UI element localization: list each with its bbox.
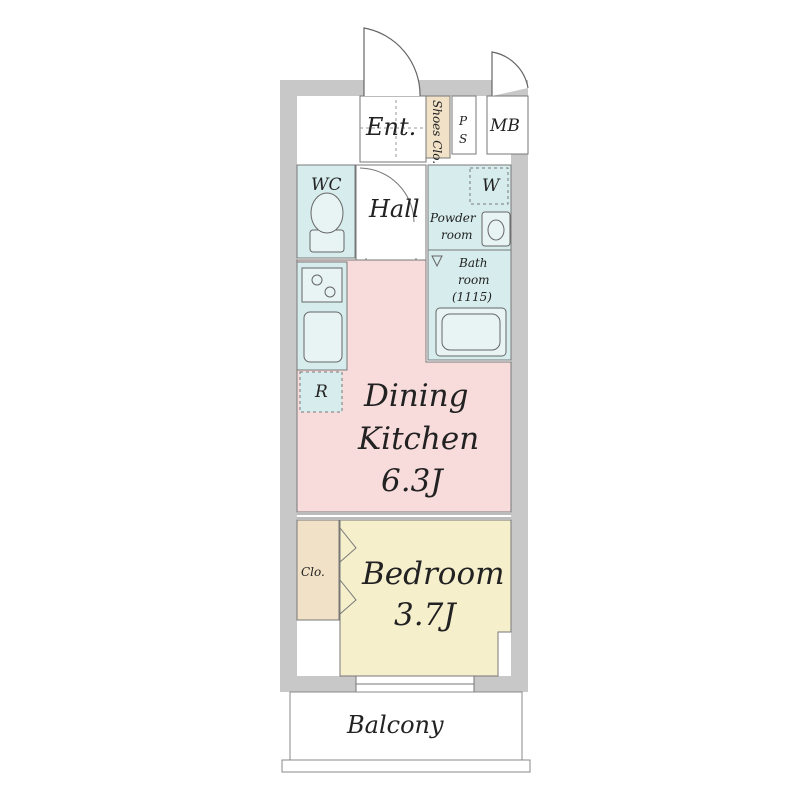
entrance-label: Ent. bbox=[365, 113, 416, 141]
dining-kitchen-room bbox=[296, 259, 512, 513]
powder-room-label-1: Powder bbox=[429, 211, 477, 225]
closet-door-icon bbox=[339, 527, 357, 615]
dining-size-label: 6.3J bbox=[381, 463, 444, 499]
bath-room-label-1: Bath bbox=[458, 256, 488, 270]
shoes-closet-label: Shoes Clo. bbox=[430, 100, 444, 164]
washer-label: W bbox=[482, 176, 501, 196]
dining-label: Dining bbox=[363, 378, 468, 414]
pipe-space-p-label: P bbox=[458, 114, 468, 128]
powder-sink-icon bbox=[481, 211, 511, 247]
kitchen-sink-icon bbox=[303, 311, 343, 363]
bedroom-room bbox=[339, 519, 512, 677]
bathtub-icon bbox=[435, 307, 507, 357]
bedroom-closet bbox=[296, 519, 340, 621]
bedroom-size-label: 3.7J bbox=[394, 597, 457, 633]
stove-icon bbox=[301, 267, 343, 303]
closet-label: Clo. bbox=[301, 565, 325, 579]
shoes-closet bbox=[425, 95, 451, 159]
bathtub-inner bbox=[441, 313, 501, 351]
bath-room-label-2: room bbox=[458, 273, 490, 287]
meter-box-label: MB bbox=[489, 116, 520, 136]
powder-basin-icon bbox=[487, 219, 505, 241]
hall-label: Hall bbox=[368, 195, 420, 223]
entrance-dashed-line bbox=[360, 100, 426, 160]
balcony bbox=[289, 691, 523, 761]
balcony-rail bbox=[281, 759, 531, 773]
pipe-space bbox=[451, 95, 477, 155]
wc-label: WC bbox=[311, 175, 341, 195]
hall-area bbox=[355, 164, 427, 261]
stove-burner-icon bbox=[311, 274, 323, 286]
washer-space bbox=[469, 167, 509, 205]
balcony-label: Balcony bbox=[346, 711, 444, 739]
bedroom-label: Bedroom bbox=[361, 556, 505, 592]
refrigerator-label: R bbox=[314, 382, 328, 402]
hall-door-swing bbox=[359, 167, 415, 223]
toilet-icon bbox=[310, 192, 344, 234]
powder-room-label-2: room bbox=[441, 228, 473, 242]
kitchen-label: Kitchen bbox=[357, 421, 479, 457]
bath-door-icon bbox=[431, 255, 443, 268]
mb-door-swing bbox=[491, 51, 529, 96]
bath-room-label-3: (1115) bbox=[452, 290, 492, 304]
refrigerator-space bbox=[299, 371, 343, 413]
pipe-space-s-label: S bbox=[459, 132, 467, 146]
mb-area bbox=[486, 95, 529, 155]
entrance-door-swing bbox=[363, 27, 421, 97]
stove-burner-icon bbox=[324, 286, 336, 298]
